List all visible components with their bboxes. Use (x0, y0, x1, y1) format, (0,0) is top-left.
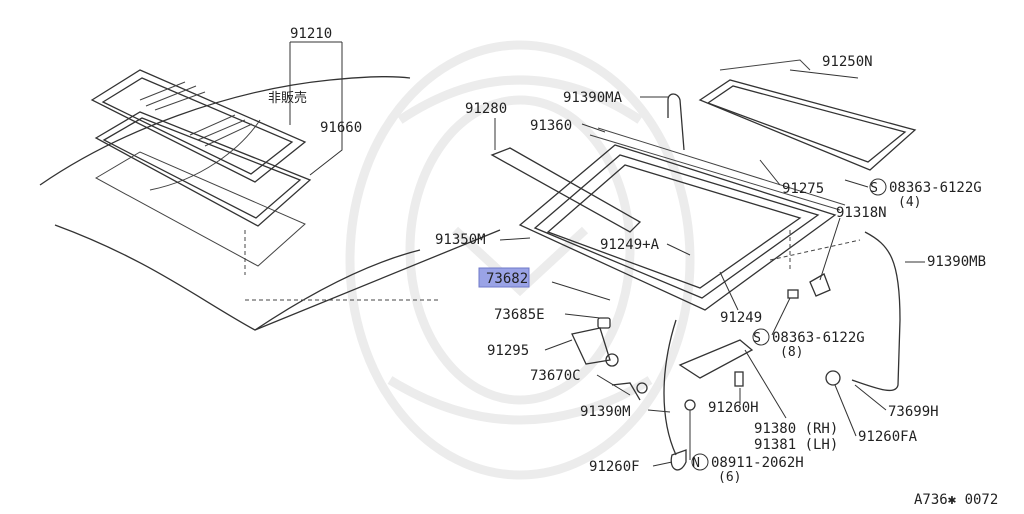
label-91390mb: 91390MB (927, 254, 986, 270)
label-screw-mid-qty: (8) (780, 345, 803, 360)
label-91250n: 91250N (822, 54, 873, 70)
label-91249a: 91249+A (600, 237, 660, 253)
label-91260fa: 91260FA (858, 429, 918, 445)
label-91249: 91249 (720, 310, 762, 326)
nut-symbol (691, 453, 709, 471)
highlight-73682 (478, 267, 530, 288)
roof-panel (39, 76, 501, 331)
glass-lid-assembly (90, 69, 440, 301)
label-91390ma: 91390MA (563, 90, 623, 106)
drain-hose-m (663, 319, 677, 456)
wind-deflector (490, 147, 642, 233)
label-nut-qty: (6) (718, 470, 741, 485)
label-91275: 91275 (782, 181, 824, 197)
label-91210: 91210 (290, 26, 332, 42)
symbol-s-top: S (870, 181, 878, 196)
label-73699h: 73699H (888, 404, 939, 420)
label-nut-code: 08911-2062H (711, 455, 804, 471)
label-not-sold: 非販売 (268, 90, 307, 106)
symbol-n: N (692, 456, 700, 471)
label-91660: 91660 (320, 120, 362, 136)
label-91390m: 91390M (580, 404, 631, 420)
drain-hose-ma (667, 93, 685, 151)
label-screw-top: 08363-6122G (889, 180, 982, 196)
label-91318n: 91318N (836, 205, 887, 221)
label-screw-mid: 08363-6122G (772, 330, 865, 346)
small-parts (571, 231, 901, 471)
symbol-s-mid: S (753, 331, 761, 346)
label-91380-rh: 91380 (RH) (754, 421, 838, 437)
label-screw-top-qty: (4) (898, 195, 921, 210)
label-91295: 91295 (487, 343, 529, 359)
watermark-emblem (345, 40, 695, 480)
screw-symbol-top (869, 178, 887, 196)
label-73685e: 73685E (494, 307, 545, 323)
drain-hose-mb (851, 231, 901, 392)
label-73682: 73682 (486, 271, 528, 287)
label-91280: 91280 (465, 101, 507, 117)
leader-lines (289, 41, 925, 467)
label-91350m: 91350M (435, 232, 486, 248)
sunroof-frame (490, 127, 861, 311)
label-91260f: 91260F (589, 459, 640, 475)
label-91260h: 91260H (708, 400, 759, 416)
screw-symbol-mid (752, 328, 770, 346)
label-91360: 91360 (530, 118, 572, 134)
sunshade-panel (698, 59, 917, 171)
footer-code: A736✱ 0072 (914, 492, 998, 508)
label-73670c: 73670C (530, 368, 581, 384)
rail-bracket (678, 339, 754, 379)
label-91381-lh: 91381 (LH) (754, 437, 838, 453)
